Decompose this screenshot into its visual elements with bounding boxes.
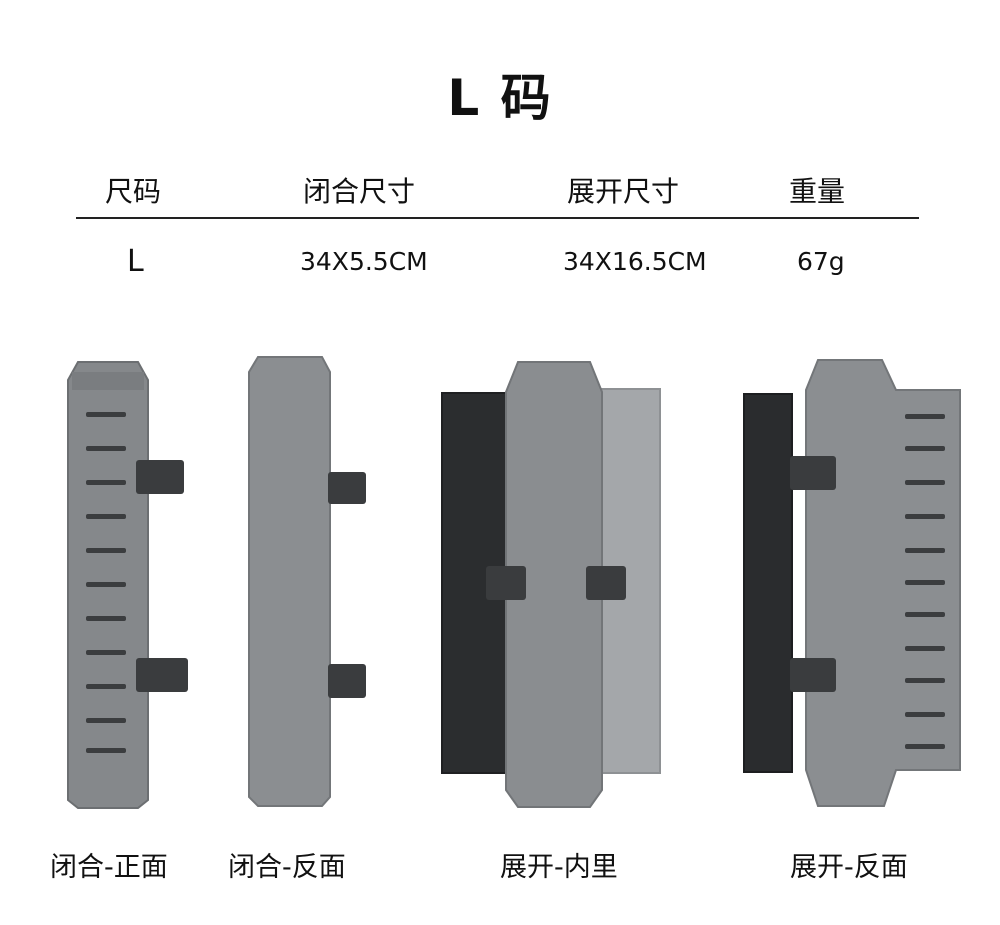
pad-closed-back-image [248, 356, 366, 807]
header-closed-size: 闭合尺寸 [303, 175, 416, 208]
caption-closed-back: 闭合-反面 [228, 852, 346, 883]
table-divider [76, 217, 919, 219]
pad-open-back-image [743, 359, 961, 807]
cell-size: L [127, 244, 144, 279]
caption-open-interior: 展开-内里 [500, 852, 618, 883]
cell-open-size: 34X16.5CM [563, 247, 707, 276]
caption-closed-front: 闭合-正面 [50, 852, 168, 883]
pad-open-interior-image [441, 361, 661, 808]
caption-open-back: 展开-反面 [790, 852, 908, 883]
header-open-size: 展开尺寸 [567, 175, 680, 208]
header-size: 尺码 [105, 175, 162, 208]
pad-closed-front-image [67, 361, 188, 809]
cell-closed-size: 34X5.5CM [300, 247, 428, 276]
page-title: L 码 [447, 69, 553, 127]
header-weight: 重量 [789, 175, 846, 208]
cell-weight: 67g [797, 247, 845, 276]
